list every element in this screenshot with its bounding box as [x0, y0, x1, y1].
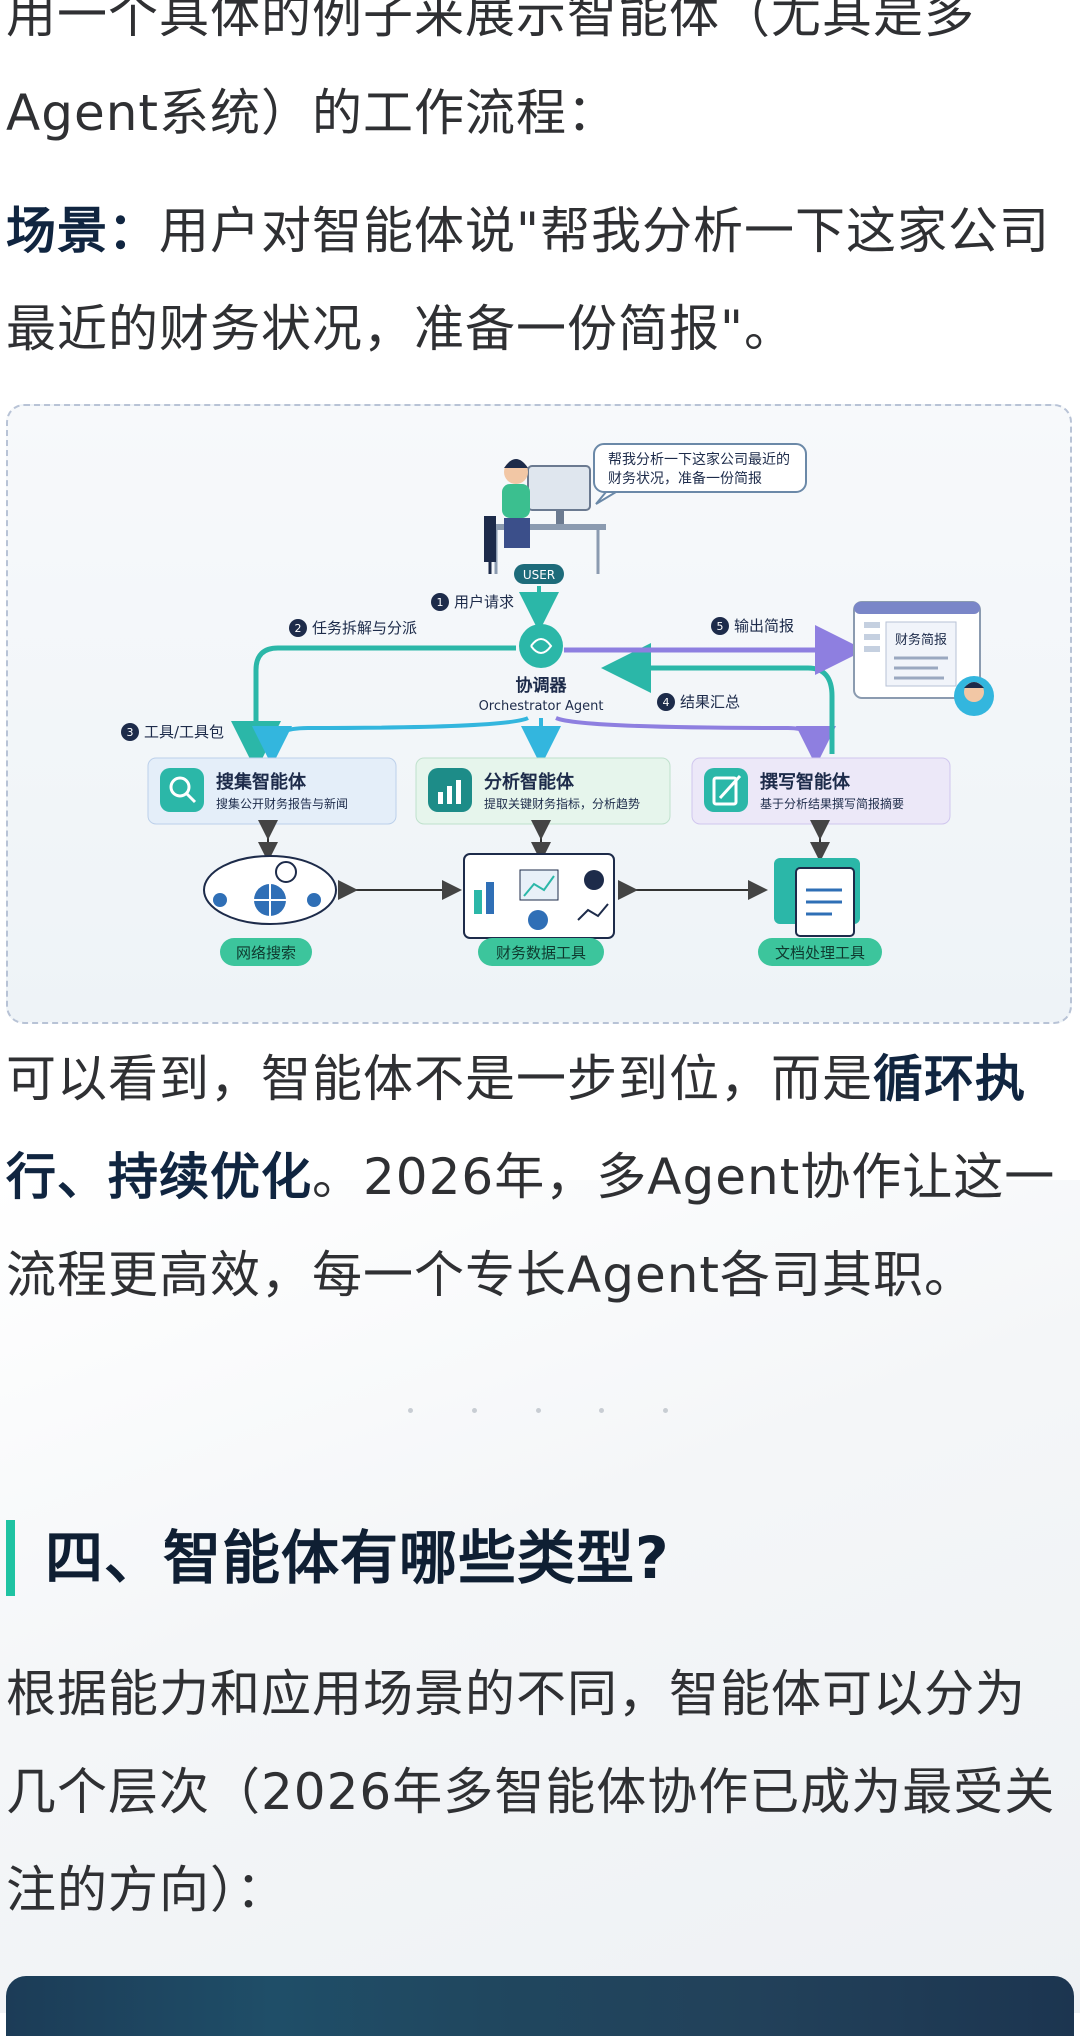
user-illustration [484, 459, 606, 574]
user-badge-text: USER [523, 568, 555, 582]
tool-label-finance: 财务数据工具 [496, 944, 586, 962]
step1-number: 1 [437, 596, 444, 609]
speech-line-1: 帮我分析一下这家公司最近的 [608, 451, 790, 468]
search-icon [169, 776, 191, 798]
analyze-agent-title: 分析智能体 [484, 771, 575, 793]
folder-document-icon [774, 858, 860, 937]
step3-label: 工具/工具包 [144, 723, 224, 741]
edit-icon [712, 776, 738, 806]
step4-number: 4 [663, 696, 670, 709]
tool-badge-doc [758, 938, 882, 966]
divider-dot [599, 1408, 605, 1413]
user-badge [514, 564, 564, 584]
tool-badge-web [220, 938, 312, 966]
arrow-results [601, 643, 835, 754]
step4-label: 结果汇总 [680, 693, 740, 711]
summary-text-pre: 可以看到，智能体不是一步到位，而是 [6, 1050, 873, 1108]
bar-chart-icon [438, 792, 443, 804]
cloud-globe-icon [203, 855, 337, 925]
step5-marker [711, 617, 729, 635]
finance-data-icon [463, 853, 615, 939]
types-paragraph: 根据能力和应用场景的不同，智能体可以分为几个层次（2026年多智能体协作已成为最… [6, 1665, 1056, 1919]
orchestrator-brain-icon [519, 624, 563, 668]
step5-number: 5 [717, 620, 724, 633]
arrow-to-collect [252, 716, 529, 766]
workflow-diagram[interactable]: USER 帮我分析一下这家公司最近的 财务状况，准备一份简报 1 用户请求 协调… [6, 404, 1072, 1024]
collect-agent-desc: 搜集公开财务报告与新闻 [216, 796, 348, 811]
collect-agent-card [147, 757, 397, 825]
report-title: 财务简报 [895, 632, 947, 648]
write-agent-card [691, 757, 951, 825]
divider-dot [471, 1408, 477, 1413]
arrow-to-write [555, 716, 836, 766]
report-document-icon [853, 601, 994, 716]
tool-label-doc: 文档处理工具 [775, 944, 865, 962]
section-divider [408, 1408, 668, 1413]
step1-label: 用户请求 [454, 593, 514, 611]
step2-marker [289, 619, 307, 637]
step4-marker [657, 693, 675, 711]
orchestrator-title: 协调器 [516, 675, 568, 696]
divider-dot [663, 1408, 668, 1413]
divider-dot [408, 1408, 413, 1413]
summary-paragraph: 可以看到，智能体不是一步到位，而是循环执行、持续优化。2026年，多Agent协… [6, 1030, 1076, 1324]
scenario-paragraph: 场景：用户对智能体说"帮我分析一下这家公司最近的财务状况，准备一份简报"。 [6, 182, 1076, 378]
write-agent-desc: 基于分析结果撰写简报摘要 [760, 796, 904, 811]
orchestrator-subtitle: Orchestrator Agent [479, 699, 604, 714]
summary-emphasis: 循环执行、持续优化 [6, 1050, 1026, 1206]
summary-text-post: 。2026年，多Agent协作让这一流程更高效，每一个专长Agent各司其职。 [6, 1148, 1056, 1304]
step1-marker [431, 593, 449, 611]
speech-line-2: 财务状况，准备一份简报 [608, 470, 762, 487]
step2-label: 任务拆解与分派 [312, 619, 417, 637]
intro-paragraph: 用一个具体的例子来展示智能体（尤其是多Agent系统）的工作流程： [6, 0, 975, 142]
workflow-diagram-svg: USER 帮我分析一下这家公司最近的 财务状况，准备一份简报 1 用户请求 协调… [121, 443, 994, 966]
section-heading: 四、智能体有哪些类型? [6, 1520, 670, 1596]
collect-agent-title: 搜集智能体 [216, 771, 307, 793]
tool-label-web: 网络搜索 [236, 944, 296, 962]
step2-number: 2 [295, 622, 302, 635]
next-figure-card [6, 1976, 1074, 2036]
scenario-text: 用户对智能体说"帮我分析一下这家公司最近的财务状况，准备一份简报"。 [6, 202, 1050, 358]
write-agent-title: 撰写智能体 [760, 771, 851, 793]
divider-dot [535, 1408, 541, 1413]
step3-marker [121, 723, 139, 741]
scenario-label: 场景： [6, 202, 159, 260]
step5-label: 输出简报 [734, 617, 794, 635]
analyze-agent-desc: 提取关键财务指标，分析趋势 [484, 796, 640, 811]
step3-number: 3 [127, 726, 134, 739]
speech-bubble [593, 443, 807, 505]
analyze-agent-card [415, 757, 671, 825]
tool-badge-finance [478, 938, 604, 966]
arrow-dispatch [231, 645, 516, 771]
